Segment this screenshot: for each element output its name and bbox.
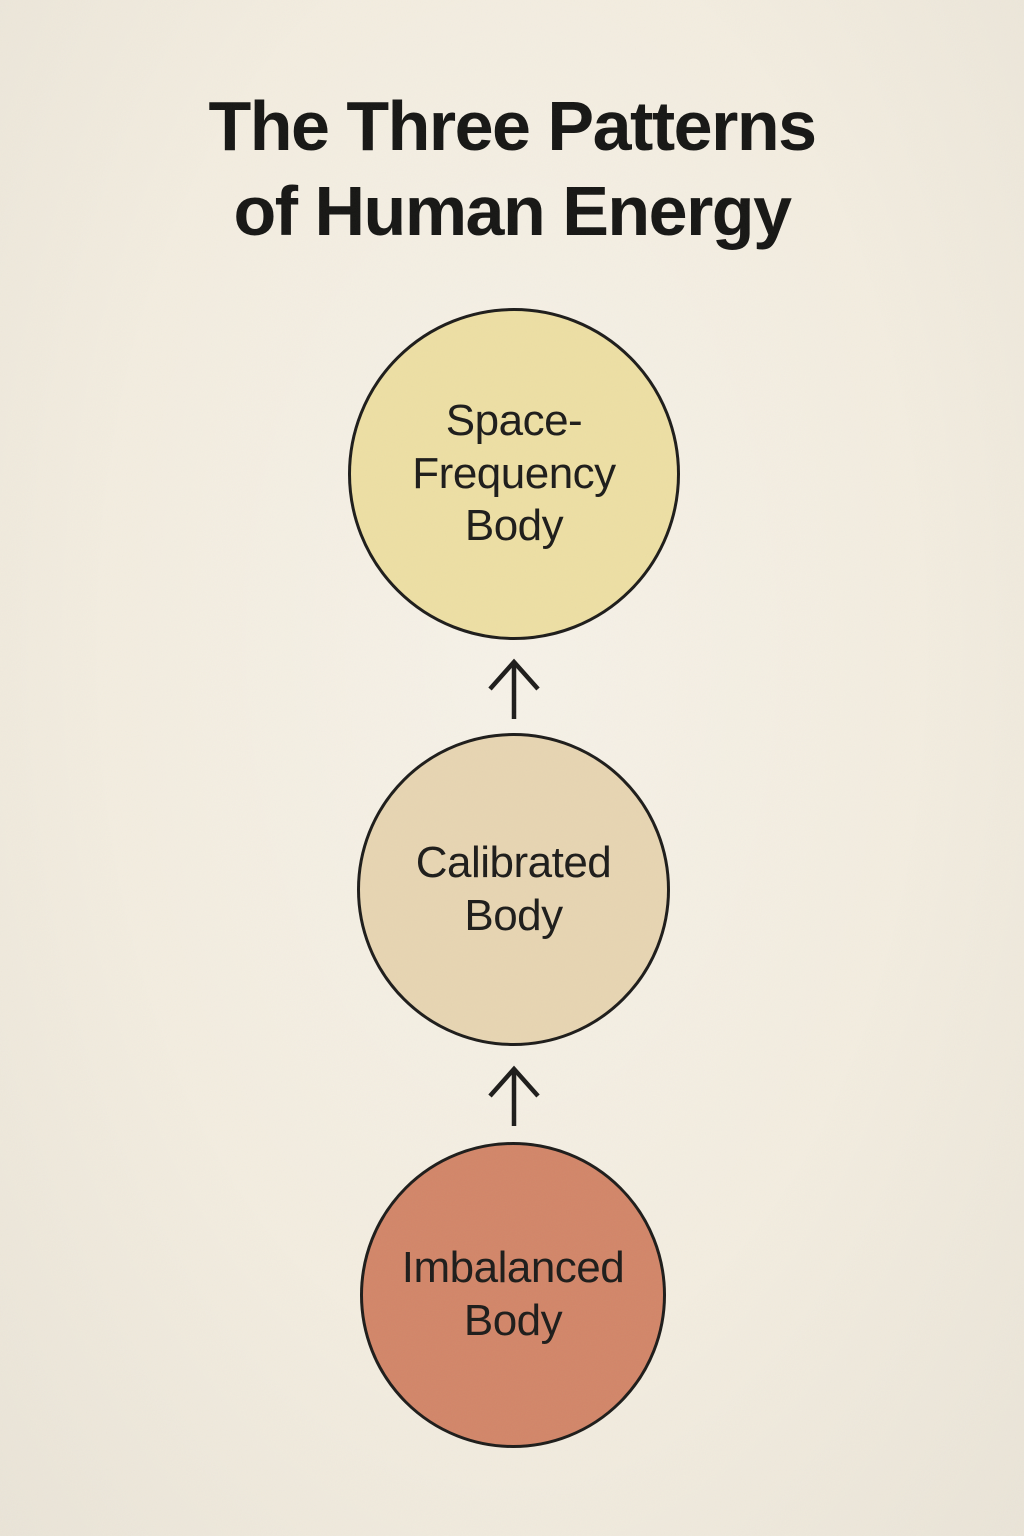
node-label-line: Body [463,1296,563,1345]
node-space-frequency-body: Space- Frequency Body [348,308,680,640]
up-arrow-middle-to-top [488,658,540,719]
node-label-line: Body [464,501,564,551]
node-label-line: Imbalanced [401,1243,625,1293]
page-title: The Three Patterns of Human Energy [0,84,1024,255]
node-calibrated-body: Calibrated Body [357,733,670,1046]
node-label-line: Frequency [412,448,616,498]
page-title-line-1: The Three Patterns [208,87,817,165]
node-label-line: Calibrated [415,837,612,887]
node-label-line: Body [464,890,563,940]
up-arrow-bottom-to-middle [488,1065,540,1126]
node-imbalanced-body: Imbalanced Body [360,1142,666,1448]
node-label-line: Space- [445,395,583,445]
page-title-line-2: of Human Energy [233,172,792,251]
